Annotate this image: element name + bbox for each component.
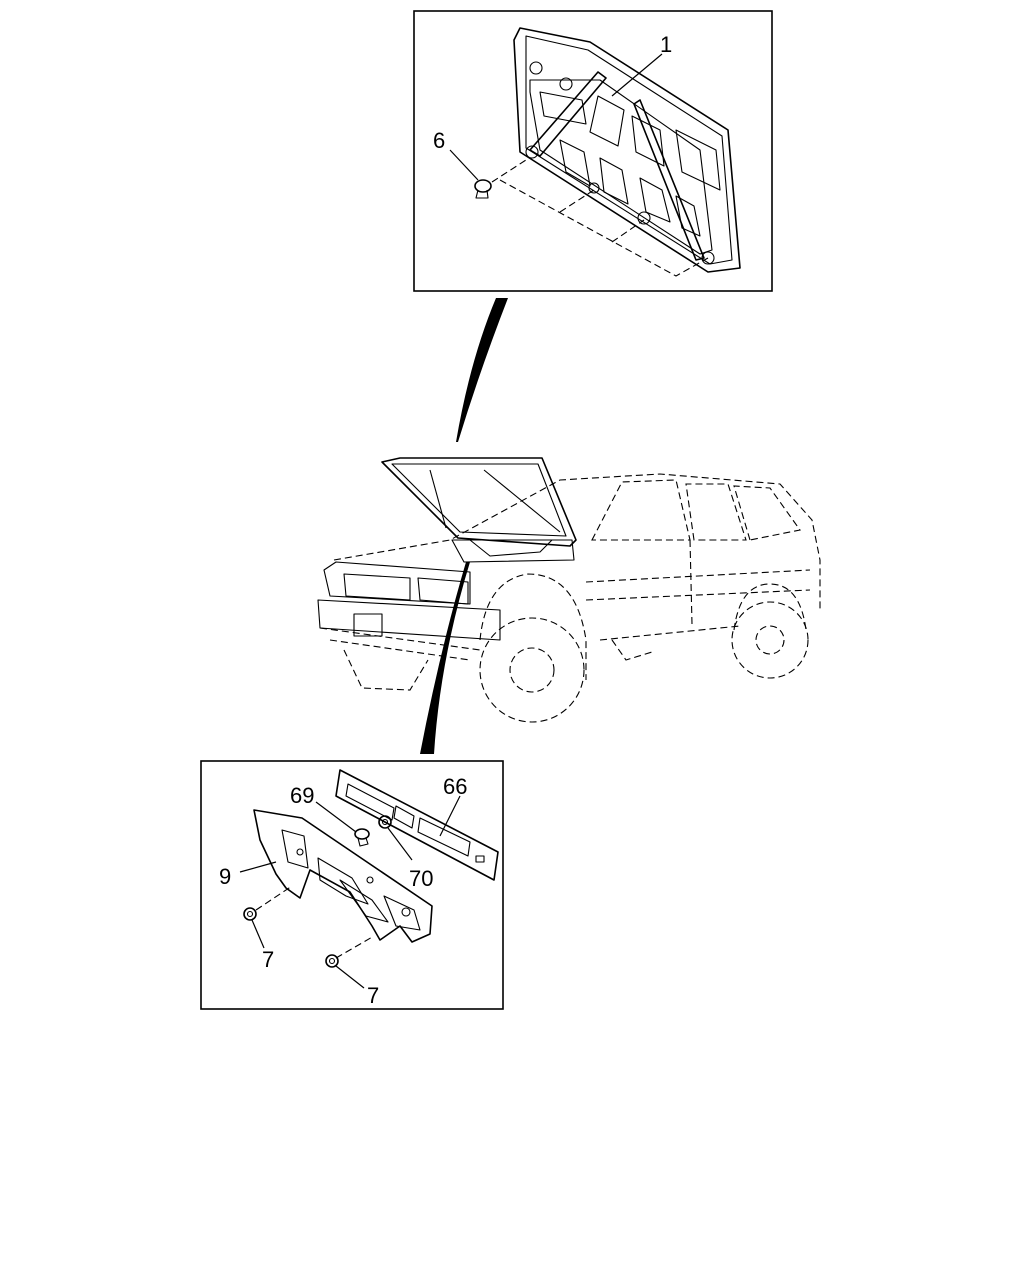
callout-clip-bottom: 69 [290, 783, 314, 808]
callout-nut-left: 7 [262, 947, 274, 972]
hood-insulator-part [491, 27, 741, 277]
vehicle-illustration [317, 457, 821, 723]
nut-left-part [243, 907, 257, 921]
clip-top-part [474, 179, 492, 199]
detail-box-hood: 1 6 [413, 10, 773, 292]
callout-grommet: 70 [409, 866, 433, 891]
clip-bottom-part [354, 828, 370, 847]
detail-box-dash: 69 66 70 9 7 7 [200, 760, 504, 1010]
dash-panel-part [253, 809, 433, 959]
callout-clip-top: 6 [433, 128, 445, 153]
callout-dash-panel: 9 [219, 864, 231, 889]
callout-seal: 66 [443, 774, 467, 799]
callout-hood-insulator: 1 [660, 32, 672, 57]
nut-right-part [325, 954, 339, 968]
connector-top [456, 298, 508, 442]
grommet-part [378, 815, 392, 829]
connector-bottom [420, 562, 470, 754]
callout-nut-right: 7 [367, 983, 379, 1008]
